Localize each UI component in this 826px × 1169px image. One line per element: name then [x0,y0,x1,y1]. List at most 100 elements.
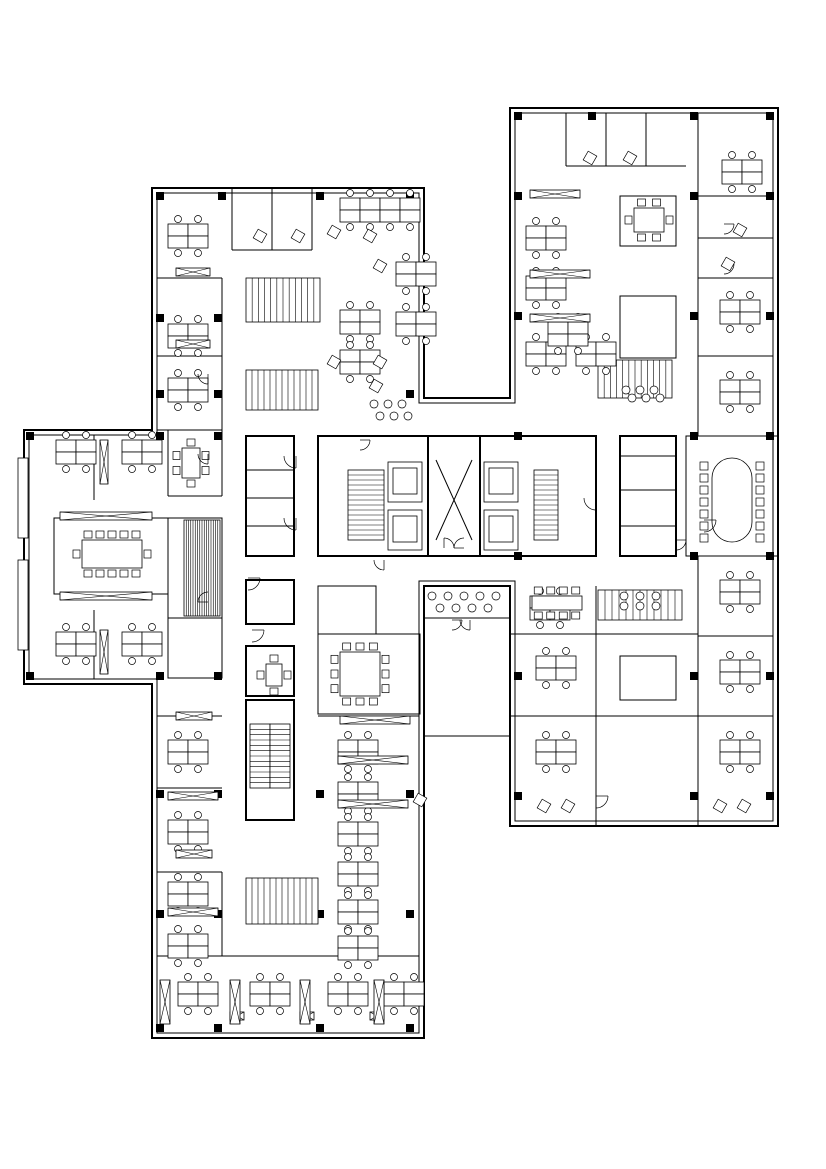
cabinet-hatch [59,511,153,521]
meeting-chair [637,233,646,242]
storage-cabinet [337,755,409,765]
desk [567,333,589,347]
desk [141,631,163,645]
meeting-chair [533,611,543,620]
lounge-chair [459,591,469,601]
structural-column [26,672,34,680]
desk [167,819,189,833]
door-arc [723,263,735,275]
office-chair [194,925,202,933]
office-chair [174,369,182,377]
office-chair [582,367,590,375]
conference-table [72,530,152,578]
door-swing [359,439,371,451]
desk [339,349,361,363]
structural-column [316,192,324,200]
office-chair [344,961,352,969]
cabinet-hatch [175,339,211,349]
door-arc [283,517,297,531]
table-top [181,447,201,479]
desk [167,831,189,845]
desk [337,873,359,887]
conference-tables [72,198,765,706]
desk [339,361,361,375]
storage-cabinet [529,269,591,279]
storage-cabinet [175,849,213,859]
desk [575,353,597,367]
desk [269,981,291,995]
table-top [339,651,381,697]
desk [399,197,421,211]
office-chair [344,773,352,781]
desk [339,209,361,223]
workstation-cluster [525,217,567,259]
storage-cabinets [59,189,591,1025]
office-chair [410,1007,418,1015]
desk [141,643,163,657]
desk [187,819,209,833]
meeting-chair [755,485,765,495]
storage-cabinet [99,439,109,485]
desk [327,993,349,1007]
desk [545,225,567,239]
structural-column [214,672,222,680]
workstation-cluster [337,813,379,855]
desk [525,341,547,355]
desk [141,451,163,465]
elevator-cab [392,515,418,543]
structural-column [156,192,164,200]
meeting-chair [355,697,365,706]
desk [187,945,209,959]
meeting-chair [381,669,390,679]
meeting-chair [755,533,765,543]
desk [337,911,359,925]
office-chair [128,465,136,473]
cabinet-hatch [529,189,581,199]
workstation-cluster [177,973,219,1015]
office-chair [194,215,202,223]
office-chair [256,1007,264,1015]
desk [167,223,189,237]
workstation-cluster [55,623,97,665]
lounge-chair [427,591,437,601]
meeting-chair [558,611,568,620]
shaft-diagonal [435,459,473,541]
office-chair [364,927,372,935]
desk [535,667,557,681]
lounge-chair [383,399,393,409]
office-chair [552,251,560,259]
meeting-chair [699,485,709,495]
meeting-chair [558,586,568,595]
workstation-cluster [249,973,291,1015]
table-top [531,595,583,611]
office-chair [746,651,754,659]
armchair [720,256,736,272]
desk [555,655,577,669]
desk [337,821,359,835]
office-chair [746,405,754,413]
office-chair [542,731,550,739]
desk [403,993,425,1007]
armchair [582,150,598,166]
office-chair [366,341,374,349]
cabinet-hatch [337,799,409,809]
structural-column [406,790,414,798]
armchair [560,798,576,814]
desk [359,321,381,335]
meeting-chair [269,687,279,696]
desk [399,209,421,223]
lounge-chair [619,601,629,611]
elevator-cab [488,467,514,495]
desk [567,321,589,335]
office-chair [194,959,202,967]
lounge-chair [435,603,445,613]
desk [167,377,189,391]
office-chair [728,185,736,193]
meeting-chair [283,670,292,680]
desk [547,333,569,347]
desk [357,861,379,875]
door-swing [451,619,463,631]
elevator-cab [488,515,514,543]
office-chair [174,731,182,739]
workstation-cluster [719,731,761,773]
